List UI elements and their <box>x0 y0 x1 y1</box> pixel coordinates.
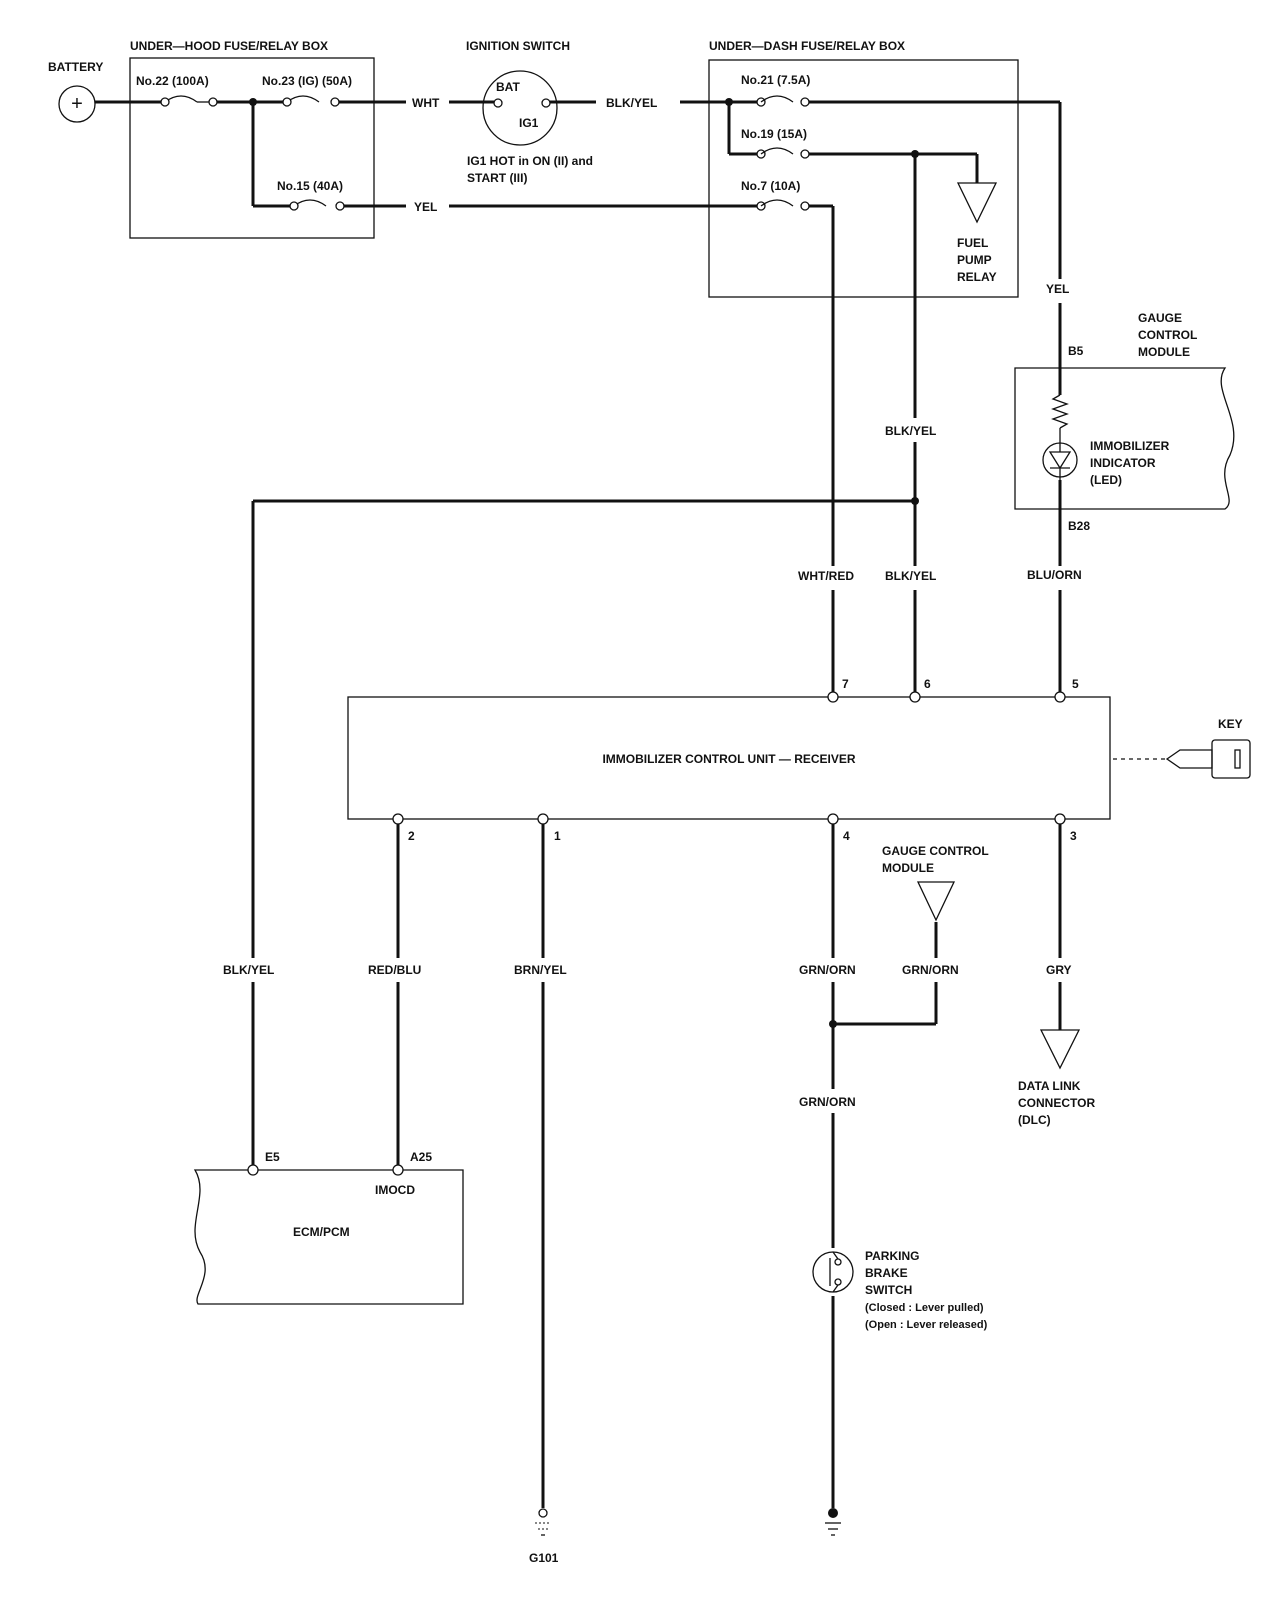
gauge-control-module-bottom: GAUGE CONTROL MODULE <box>882 844 989 922</box>
fuse-22-label: No.22 (100A) <box>136 74 209 88</box>
wire-blk-yel-mid-label: BLK/YEL <box>885 424 936 438</box>
dlc-title-line2: CONNECTOR <box>1018 1096 1095 1110</box>
pin-6-label: 6 <box>924 677 931 691</box>
pin-4-terminal <box>827 813 839 825</box>
under-dash-fuse-relay-box: UNDER—DASH FUSE/RELAY BOX No.21 (7.5A) N… <box>708 39 1019 298</box>
gauge-bottom-title-line2: MODULE <box>882 861 934 875</box>
wire-grn-orn-a-label: GRN/ORN <box>799 963 856 977</box>
ignition-note-line1: IG1 HOT in ON (II) and <box>467 154 593 168</box>
ignition-switch: IGNITION SWITCH BAT IG1 IG1 HOT in ON (I… <box>466 39 593 185</box>
battery-plus-symbol: + <box>71 93 83 115</box>
ecm-imocd-label: IMOCD <box>375 1183 415 1197</box>
wire-blu-orn-label: BLU/ORN <box>1027 568 1082 582</box>
fuel-pump-relay-line3: RELAY <box>957 270 997 284</box>
led-label-line3: (LED) <box>1090 473 1122 487</box>
ecm-pin-a25-label: A25 <box>410 1150 432 1164</box>
gauge-top-pin-b28: B28 <box>1068 519 1090 533</box>
fuse-15-label: No.15 (40A) <box>277 179 343 193</box>
ground-parking-brake <box>825 1508 841 1536</box>
battery: + BATTERY <box>48 60 103 123</box>
fuse-19-label: No.19 (15A) <box>741 127 807 141</box>
vertical-wiring: YEL BLK/YEL WHT/RED BLK/YEL BLU/ORN <box>253 102 1082 692</box>
wire-wht-red-label: WHT/RED <box>798 569 854 583</box>
gauge-top-title-line2: CONTROL <box>1138 328 1197 342</box>
pin-4-label: 4 <box>843 829 850 843</box>
battery-label: BATTERY <box>48 60 103 74</box>
ignition-bat-terminal: BAT <box>496 80 520 94</box>
ignition-switch-title: IGNITION SWITCH <box>466 39 570 53</box>
key-label: KEY <box>1218 717 1243 731</box>
parking-brake-switch-icon <box>812 1251 854 1293</box>
wire-yel-gauge-label: YEL <box>1046 282 1069 296</box>
wire-gry-label: GRY <box>1046 963 1072 977</box>
top-wiring: WHT BLK/YEL YEL <box>95 95 1060 214</box>
parking-open-note: (Open : Lever released) <box>865 1319 988 1331</box>
wire-blk-yel-ignition-label: BLK/YEL <box>606 96 657 110</box>
ignition-ig1-terminal: IG1 <box>519 116 539 130</box>
wire-red-blu-label: RED/BLU <box>368 963 421 977</box>
wire-blk-yel-pin6-label: BLK/YEL <box>885 569 936 583</box>
wire-grn-orn-c-label: GRN/ORN <box>799 1095 856 1109</box>
pin-1-label: 1 <box>554 829 561 843</box>
pin-7-terminal <box>827 691 839 703</box>
pin-5-terminal <box>1054 691 1066 703</box>
key: KEY <box>1113 717 1251 779</box>
ignition-note-line2: START (III) <box>467 171 527 185</box>
pin-2-label: 2 <box>408 829 415 843</box>
ecm-pin-a25-terminal <box>392 1164 404 1176</box>
wire-yel-fuse15-label: YEL <box>414 200 437 214</box>
fuse-7-label: No.7 (10A) <box>741 179 800 193</box>
parking-title-line2: BRAKE <box>865 1266 908 1280</box>
resistor-icon <box>1051 394 1069 429</box>
parking-closed-note: (Closed : Lever pulled) <box>865 1302 984 1314</box>
pin-5-label: 5 <box>1072 677 1079 691</box>
immobilizer-title: IMMOBILIZER CONTROL UNIT — RECEIVER <box>602 752 855 766</box>
wire-blk-yel-ecm-label: BLK/YEL <box>223 963 274 977</box>
under-hood-fuse-relay-box: UNDER—HOOD FUSE/RELAY BOX No.22 (100A) N… <box>129 39 375 239</box>
parking-title-line1: PARKING <box>865 1249 919 1263</box>
dlc-title-line1: DATA LINK <box>1018 1079 1081 1093</box>
wire-grn-orn-b-label: GRN/ORN <box>902 963 959 977</box>
gauge-control-module-top: GAUGE CONTROL MODULE B5 B28 IMMOBILIZER … <box>1014 311 1235 533</box>
gauge-top-title-line3: MODULE <box>1138 345 1190 359</box>
fuse-21-label: No.21 (7.5A) <box>741 73 810 87</box>
pin-6-terminal <box>909 691 921 703</box>
fuel-pump-relay-line2: PUMP <box>957 253 992 267</box>
pin-7-label: 7 <box>842 677 849 691</box>
led-icon <box>1042 442 1078 480</box>
gauge-top-title-line1: GAUGE <box>1138 311 1182 325</box>
pin-3-label: 3 <box>1070 829 1077 843</box>
immobilizer-control-unit: IMMOBILIZER CONTROL UNIT — RECEIVER 7 6 … <box>347 677 1111 843</box>
ecm-title: ECM/PCM <box>293 1225 350 1239</box>
bottom-wiring: BLK/YEL RED/BLU BRN/YEL GRN/ORN GRN/ORN … <box>223 501 1072 1508</box>
ground-g101: G101 <box>529 1508 559 1565</box>
under-dash-box-title: UNDER—DASH FUSE/RELAY BOX <box>709 39 905 53</box>
ground-g101-label: G101 <box>529 1551 559 1565</box>
pin-3-terminal <box>1054 813 1066 825</box>
pin-2-terminal <box>392 813 404 825</box>
led-label-line2: INDICATOR <box>1090 456 1156 470</box>
gauge-bottom-title-line1: GAUGE CONTROL <box>882 844 989 858</box>
fuse-23-label: No.23 (IG) (50A) <box>262 74 352 88</box>
fuel-pump-relay-line1: FUEL <box>957 236 988 250</box>
ecm-pin-e5-label: E5 <box>265 1150 280 1164</box>
led-label-line1: IMMOBILIZER <box>1090 439 1170 453</box>
pin-1-terminal <box>537 813 549 825</box>
wire-wht-label: WHT <box>412 96 440 110</box>
dlc-title-line3: (DLC) <box>1018 1113 1051 1127</box>
gauge-top-pin-b5: B5 <box>1068 344 1084 358</box>
wire-brn-yel-label: BRN/YEL <box>514 963 567 977</box>
ecm-pcm: E5 A25 IMOCD ECM/PCM <box>193 1150 464 1305</box>
parking-brake-switch: PARKING BRAKE SWITCH (Closed : Lever pul… <box>812 1249 988 1331</box>
under-hood-box-title: UNDER—HOOD FUSE/RELAY BOX <box>130 39 328 53</box>
data-link-connector: DATA LINK CONNECTOR (DLC) <box>1018 1029 1095 1127</box>
ecm-pin-e5-terminal <box>247 1164 259 1176</box>
parking-title-line3: SWITCH <box>865 1283 912 1297</box>
fuel-pump-relay: FUEL PUMP RELAY <box>956 182 998 284</box>
